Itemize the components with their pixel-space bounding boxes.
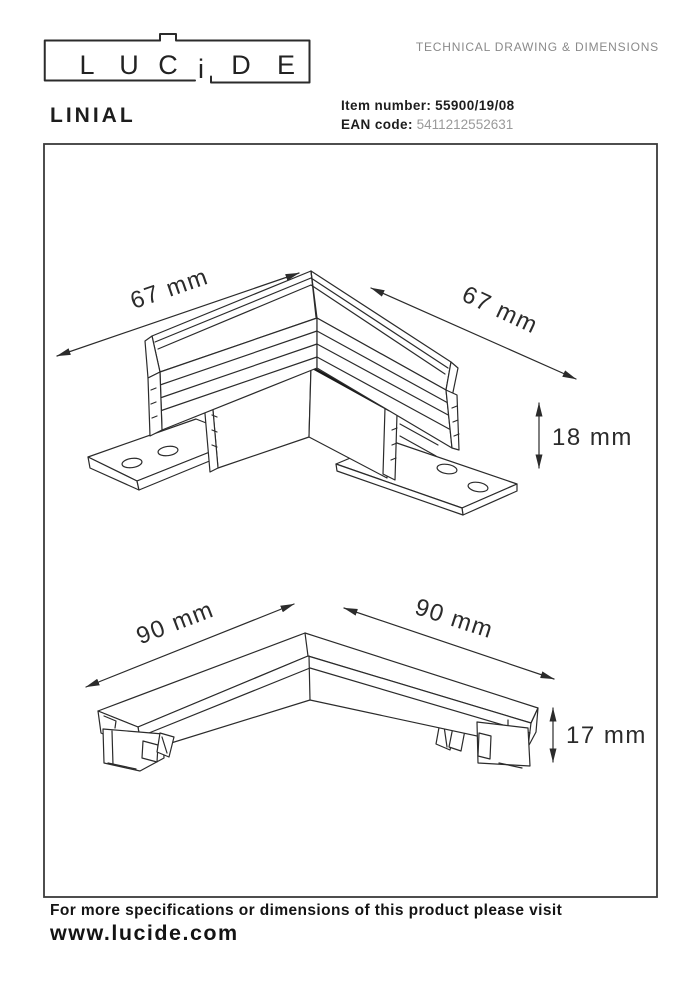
dim-label-right: 90 mm (412, 594, 497, 645)
logo-letter-l: L (79, 50, 94, 80)
dim-arrow-right (343, 607, 555, 680)
dim-arrow-left (85, 603, 295, 688)
item-number-row: Item number: 55900/19/08 (341, 97, 515, 116)
dim-arrow-left (56, 272, 300, 357)
ean-label: EAN code: (341, 116, 413, 132)
footer-note: For more specifications or dimensions of… (50, 902, 563, 919)
dim-arrow-right (370, 287, 577, 380)
ean-row: EAN code: 5411212552631 (341, 116, 515, 135)
logo-box-right (159, 33, 311, 84)
footer-website: www.lucide.com (50, 921, 239, 945)
left-connector-block (102, 728, 175, 772)
document-type-label: TECHNICAL DRAWING & DIMENSIONS (415, 40, 659, 54)
ean-value: 5411212552631 (416, 116, 514, 132)
dim-label-right: 67 mm (458, 281, 543, 340)
tab-hole (121, 457, 143, 469)
connector-drawing: 67 mm 67 mm 18 mm (56, 263, 633, 516)
tab-hole (436, 463, 458, 475)
cover-drawing: 90 mm 90 mm 17 mm (85, 594, 647, 772)
logo-letter-c: C (158, 50, 178, 80)
cover-lip-line (138, 667, 531, 738)
logo-letter-d: D (231, 50, 251, 80)
item-number-value: 55900/19/08 (435, 98, 515, 113)
lucide-logo: L U C i D E (43, 33, 311, 84)
dim-label-height: 17 mm (566, 722, 647, 749)
dim-label-left: 90 mm (133, 596, 218, 650)
tab-hole (157, 445, 179, 457)
tab-hole (467, 481, 489, 493)
right-connector-block (476, 721, 531, 769)
drawing-frame (43, 143, 658, 898)
logo-letter-e: E (277, 50, 295, 80)
product-meta: Item number: 55900/19/08 EAN code: 54112… (341, 97, 515, 134)
product-name: LINIAL (50, 104, 136, 127)
logo-letter-i: i (198, 54, 204, 84)
item-number-label: Item number: (341, 98, 432, 113)
logo-box-left (43, 39, 196, 82)
logo-letter-u: U (119, 50, 139, 80)
dim-label-height: 18 mm (552, 424, 633, 451)
cover-corner-edges (304, 632, 311, 701)
